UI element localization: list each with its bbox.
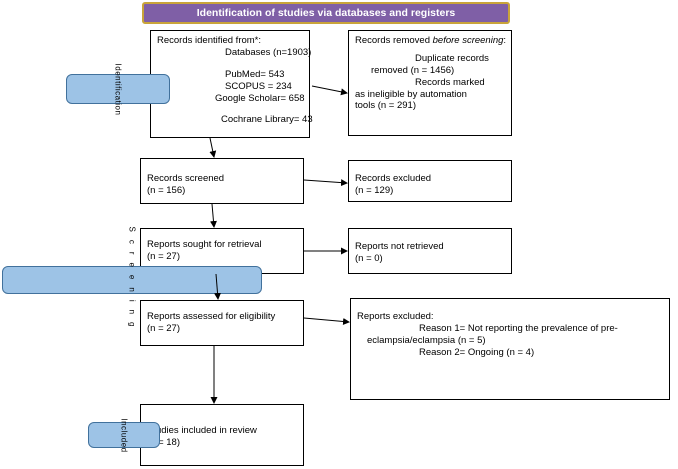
assessed-line-1: Reports assessed for eligibility [147,311,276,322]
removed-line-4: Records marked [415,76,485,88]
reports-excluded-line-4: Reason 2= Ongoing (n = 4) [419,346,535,358]
excluded-line-1: Records excluded [355,173,432,184]
removed-line-5: as ineligible by automation [355,88,467,100]
arrow-sought-to-assessed [214,273,222,300]
side-label-included: Included [88,418,160,452]
not-retrieved-line-1: Reports not retrieved [355,241,444,252]
arrow-identified-to-removed [311,85,348,96]
identified-line-2: Databases (n=1903) [225,46,312,58]
sought-line-2: (n = 27) [147,250,181,262]
identified-line-5: Google Scholar= 658 [215,92,305,104]
included-line-2: (n = 18) [147,436,181,448]
assessed-line-2: (n = 27) [147,322,181,334]
identified-line-6: Cochrane Library= 43 [221,114,313,126]
screened-line-1: Records screened [147,173,225,184]
records-identified-box: Records identified from*: Databases (n=1… [150,30,313,138]
reports-excluded-line-1: Reports excluded: [357,311,434,322]
removed-line-6: tools (n = 291) [355,100,416,112]
included-line-1: Studies included in review [147,425,257,436]
reports-assessed-box: Reports assessed for eligibility (n = 27… [140,300,304,346]
removed-line-3: removed (n = 1456) [371,64,455,76]
removed-line-1b: before screening [432,35,504,46]
identification-header: Identification of studies via databases … [142,2,510,24]
identified-line-1: Records identified from*: [157,35,262,46]
side-label-identification: Identification [66,63,170,115]
reports-excluded-line-2: Reason 1= Not reporting the prevalence o… [419,322,618,334]
reports-not-retrieved-box: Reports not retrieved (n = 0) [348,228,512,274]
studies-included-box: Studies included in review (n = 18) [140,404,304,466]
records-excluded-box: Records excluded (n = 129) [348,160,512,202]
reports-excluded-box: Reports excluded: Reason 1= Not reportin… [350,298,670,400]
arrow-screened-to-sought [209,203,217,228]
arrow-screened-to-excluded [303,179,348,187]
not-retrieved-line-2: (n = 0) [355,252,383,264]
screened-line-2: (n = 156) [147,184,186,196]
identified-line-3: PubMed= 543 [225,68,285,80]
removed-line-2: Duplicate records [415,52,489,64]
removed-line-1c: : [503,35,507,46]
arrow-assessed-to-reports-excluded [303,317,350,325]
identified-line-4: SCOPUS = 234 [225,80,292,92]
removed-line-1a: Records removed [355,35,433,46]
reports-excluded-line-3: eclampsia/eclampsia (n = 5) [367,334,486,346]
side-label-screening: Screening [2,226,262,334]
removed-line-1: Records removed before screening: [355,35,507,47]
records-screened-box: Records screened (n = 156) [140,158,304,204]
arrow-identified-to-screened [209,137,217,158]
records-removed-box: Records removed before screening: Duplic… [348,30,512,136]
excluded-line-2: (n = 129) [355,184,394,196]
sought-line-1: Reports sought for retrieval [147,239,262,250]
